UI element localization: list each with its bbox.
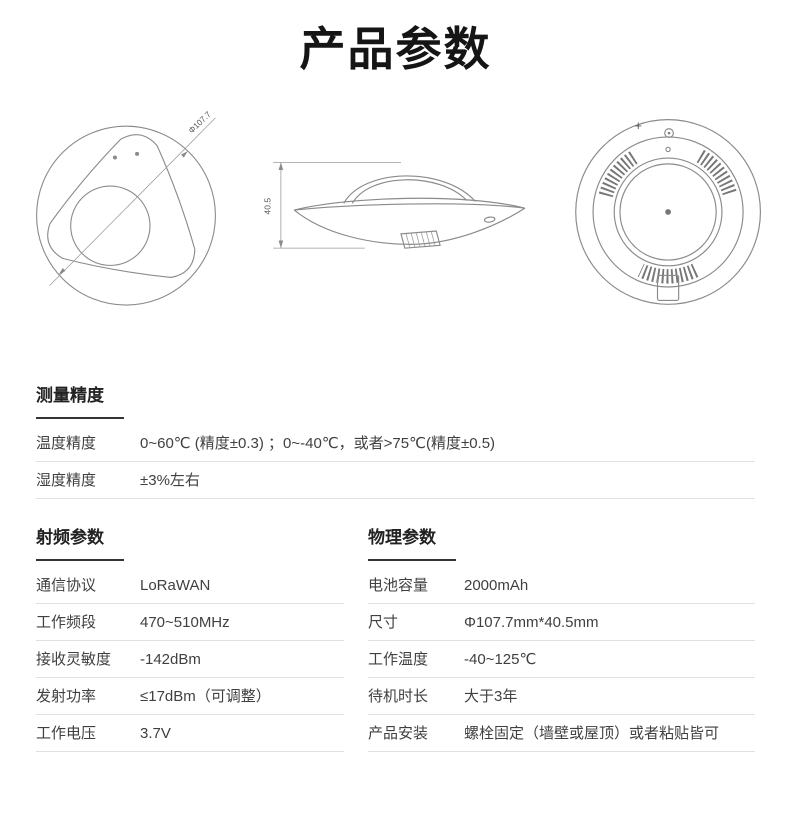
- inner-ring-outer: [613, 157, 723, 267]
- spec-value: 2000mAh: [464, 576, 529, 594]
- inner-ring-inner: [619, 163, 717, 261]
- rib-band-upper-right: [696, 150, 738, 198]
- side-view-drawing: 40.5: [262, 162, 525, 249]
- spec-value: LoRaWAN: [140, 576, 211, 594]
- section-heading-accuracy: 测量精度: [36, 381, 124, 420]
- dimension-arrow: [58, 268, 66, 275]
- table-row: 湿度精度 ±3%左右: [36, 462, 755, 500]
- dimension-arrow: [278, 240, 283, 249]
- inner-circle: [70, 185, 151, 267]
- spec-value: ≤17dBm（可调整）: [140, 687, 271, 705]
- spec-value: -40~125℃: [464, 650, 537, 668]
- spec-label: 待机时长: [368, 687, 429, 705]
- base-outline: [293, 207, 525, 246]
- grille-slot: [420, 232, 425, 247]
- top-view-drawing: Φ107.7: [36, 109, 216, 306]
- spec-label: 发射功率: [36, 687, 97, 705]
- grille-slot: [410, 233, 415, 248]
- physical-table: 电池容量 2000mAh 尺寸 Φ107.7mm*40.5mm 工作温度 -40…: [368, 567, 755, 753]
- spec-label: 工作电压: [36, 724, 97, 742]
- battery-door: [656, 275, 680, 302]
- table-row: 尺寸 Φ107.7mm*40.5mm: [368, 604, 755, 642]
- table-row: 发射功率 ≤17dBm（可调整）: [36, 678, 344, 716]
- grille-slot: [430, 231, 435, 246]
- brim-bottom-line: [293, 203, 525, 211]
- section-heading-physical: 物理参数: [368, 523, 456, 562]
- table-row: 接收灵敏度 -142dBm: [36, 641, 344, 679]
- spec-value: 大于3年: [464, 687, 518, 705]
- spec-label: 接收灵敏度: [36, 650, 112, 668]
- spec-value: -142dBm: [140, 650, 201, 668]
- bottom-view-outline: [575, 119, 761, 306]
- spec-value: 0~60℃ (精度±0.3) ；0~-40℃，或者>75℃(精度±0.5): [140, 434, 496, 452]
- grille-slot: [415, 232, 420, 248]
- dome-outline: [342, 175, 476, 204]
- section-rf-parameters: 射频参数 通信协议 LoRaWAN 工作频段 470~510MHz 接收灵敏度 …: [36, 523, 344, 753]
- parameters-columns: 射频参数 通信协议 LoRaWAN 工作频段 470~510MHz 接收灵敏度 …: [36, 523, 755, 753]
- screw-hole: [664, 128, 674, 139]
- spec-value: 3.7V: [140, 724, 171, 742]
- grille-slot: [405, 233, 410, 249]
- section-measurement-accuracy: 测量精度 温度精度 0~60℃ (精度±0.3) ；0~-40℃，或者>75℃(…: [36, 381, 755, 500]
- rib-band-upper-left: [598, 150, 640, 198]
- column-gap: [344, 523, 368, 752]
- spec-value: ±3%左右: [140, 471, 200, 489]
- spec-label: 尺寸: [368, 613, 399, 631]
- tri-lobe-cover: [47, 134, 196, 279]
- technical-drawings: Φ107.7 40.5: [0, 95, 791, 327]
- diameter-dimension-label: Φ107.7: [186, 109, 213, 135]
- vent-dot: [135, 152, 140, 157]
- side-hole: [483, 216, 495, 223]
- top-view-outline: [36, 125, 216, 306]
- screw-center: [667, 132, 671, 135]
- spec-label: 产品安装: [368, 724, 429, 742]
- height-dimension-label: 40.5: [262, 198, 272, 215]
- bottom-view-drawing: +: [575, 119, 761, 306]
- spec-value: 470~510MHz: [140, 613, 230, 631]
- spec-label: 通信协议: [36, 576, 97, 594]
- section-physical-parameters: 物理参数 电池容量 2000mAh 尺寸 Φ107.7mm*40.5mm 工作温…: [368, 523, 755, 753]
- table-row: 工作电压 3.7V: [36, 715, 344, 753]
- dimension-arrow: [181, 151, 188, 158]
- table-row: 工作温度 -40~125℃: [368, 641, 755, 679]
- table-row: 通信协议 LoRaWAN: [36, 567, 344, 605]
- grille-slot: [425, 231, 430, 247]
- center-dot: [665, 209, 671, 216]
- spec-label: 电池容量: [368, 576, 429, 594]
- table-row: 产品安装 螺栓固定（墙壁或屋顶）或者粘贴皆可: [368, 715, 755, 753]
- spec-value: Φ107.7mm*40.5mm: [464, 613, 599, 631]
- grille: [399, 230, 441, 249]
- accuracy-table: 温度精度 0~60℃ (精度±0.3) ；0~-40℃，或者>75℃(精度±0.…: [36, 425, 755, 500]
- vent-dot: [112, 155, 117, 160]
- dome-inner-line: [351, 179, 467, 204]
- table-row: 待机时长 大于3年: [368, 678, 755, 716]
- table-row: 电池容量 2000mAh: [368, 567, 755, 605]
- rib-band-bottom: [637, 263, 699, 284]
- spec-label: 温度精度: [36, 434, 97, 452]
- page-title: 产品参数: [299, 23, 492, 75]
- spec-label: 工作温度: [368, 650, 429, 668]
- spec-value: 螺栓固定（墙壁或屋顶）或者粘贴皆可: [464, 724, 720, 742]
- diameter-dimension-line: [49, 117, 216, 287]
- spec-label: 工作频段: [36, 613, 97, 631]
- spec-label: 湿度精度: [36, 471, 97, 489]
- plus-mark: +: [635, 119, 642, 133]
- table-row: 温度精度 0~60℃ (精度±0.3) ；0~-40℃，或者>75℃(精度±0.…: [36, 425, 755, 463]
- section-heading-rf: 射频参数: [36, 523, 124, 562]
- table-row: 工作频段 470~510MHz: [36, 604, 344, 642]
- brim-top-line: [293, 197, 525, 211]
- small-hole: [665, 146, 671, 153]
- rf-table: 通信协议 LoRaWAN 工作频段 470~510MHz 接收灵敏度 -142d…: [36, 567, 344, 753]
- dimension-arrow: [278, 162, 283, 171]
